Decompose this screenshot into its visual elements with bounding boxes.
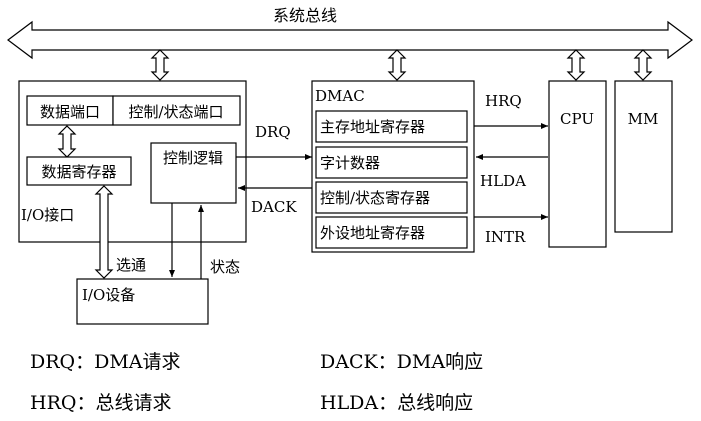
dmac-register-label: 主存地址寄存器 <box>320 118 425 136</box>
drq-label: DRQ <box>255 123 291 141</box>
bus-connector-io <box>150 49 170 81</box>
legend-hrq: HRQ：总线请求 <box>30 392 171 414</box>
mm-box <box>614 80 673 233</box>
hrq-label: HRQ <box>485 92 522 110</box>
legend-hlda: HLDA：总线响应 <box>320 392 473 414</box>
data-register-label: 数据寄存器 <box>41 163 116 181</box>
dmac-register-box <box>315 110 468 143</box>
mm-label: MM <box>628 110 659 128</box>
hlda-label: HLDA <box>480 172 526 190</box>
cpu-box <box>548 80 607 248</box>
dack-label: DACK <box>251 198 297 216</box>
bus-connector-cpu <box>566 49 586 81</box>
dmac-register-box <box>315 216 468 249</box>
io-device-box <box>76 278 209 325</box>
dmac-register-label: 控制/状态寄存器 <box>320 189 430 207</box>
dmac-register-label: 字计数器 <box>320 154 380 172</box>
control-logic-box <box>150 142 237 204</box>
io-interface-label: I/O接口 <box>21 206 74 224</box>
bus-connector-dmac <box>387 49 407 81</box>
intr-label: INTR <box>485 228 526 246</box>
select-label: 选通 <box>116 256 146 274</box>
bus-connector-mm <box>633 49 653 81</box>
dmac-label: DMAC <box>315 87 365 105</box>
cpu-label: CPU <box>560 110 594 128</box>
dmac-register-label: 外设地址寄存器 <box>320 224 425 242</box>
data-port-label: 数据端口 <box>40 103 100 121</box>
legend-drq: DRQ：DMA请求 <box>30 351 181 373</box>
register-device-arrow <box>94 185 114 279</box>
ctrl-status-port-box <box>112 95 241 126</box>
dmac-register-box <box>315 146 468 179</box>
system-bus-label: 系统总线 <box>273 6 337 25</box>
system-bus-arrow <box>7 20 693 60</box>
control-logic-label: 控制逻辑 <box>163 149 223 167</box>
ctrl-status-port-label: 控制/状态端口 <box>128 103 223 121</box>
status-label: 状态 <box>210 258 240 276</box>
legend-dack: DACK：DMA响应 <box>320 351 483 373</box>
data-port-box <box>26 95 114 126</box>
dmac-register-box <box>315 181 468 214</box>
io-device-label: I/O设备 <box>82 286 135 304</box>
data-register-box <box>26 156 132 186</box>
